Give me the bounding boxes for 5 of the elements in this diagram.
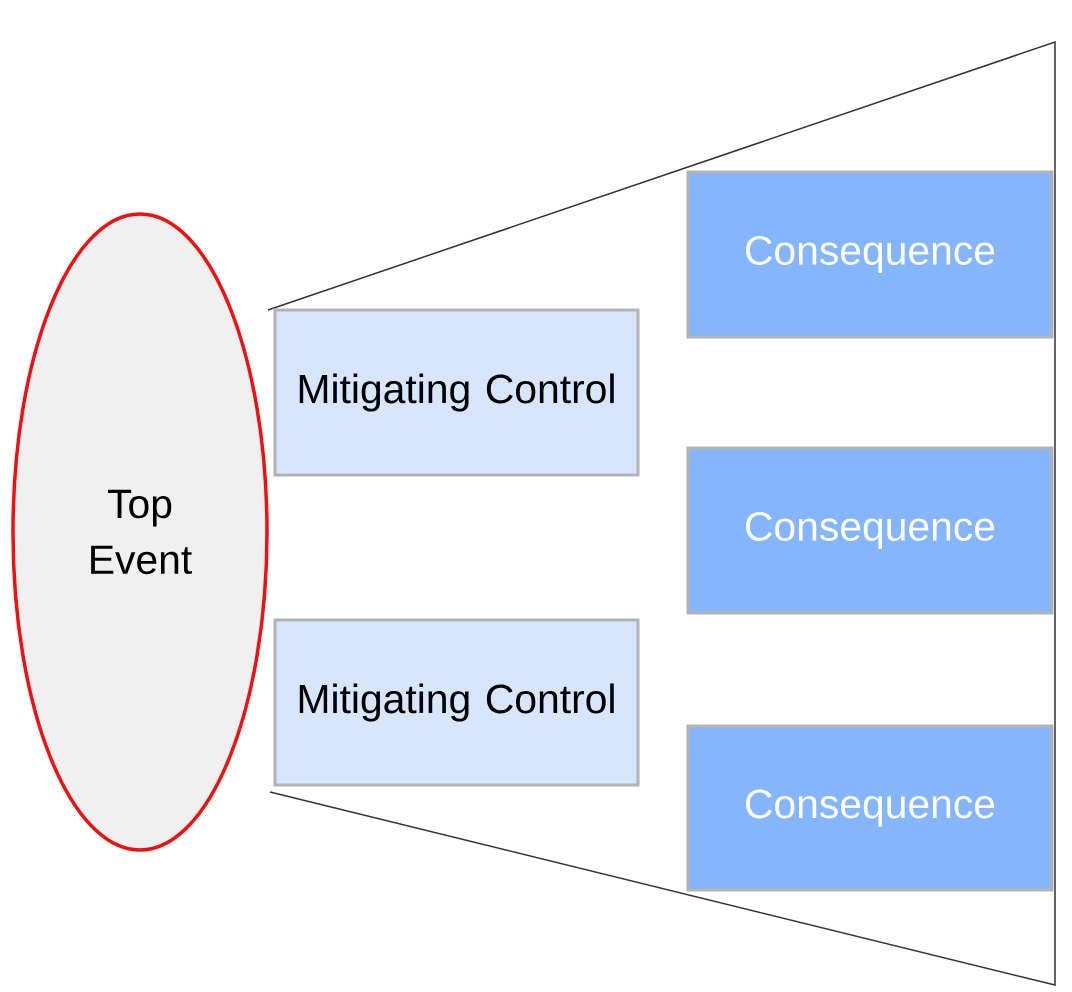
control-box: Mitigating Control [273, 308, 640, 477]
control-box: Mitigating Control [273, 618, 640, 787]
consequence-box: Consequence [686, 170, 1054, 339]
consequence-box: Consequence [686, 724, 1054, 892]
consequence-box: Consequence [686, 446, 1054, 615]
